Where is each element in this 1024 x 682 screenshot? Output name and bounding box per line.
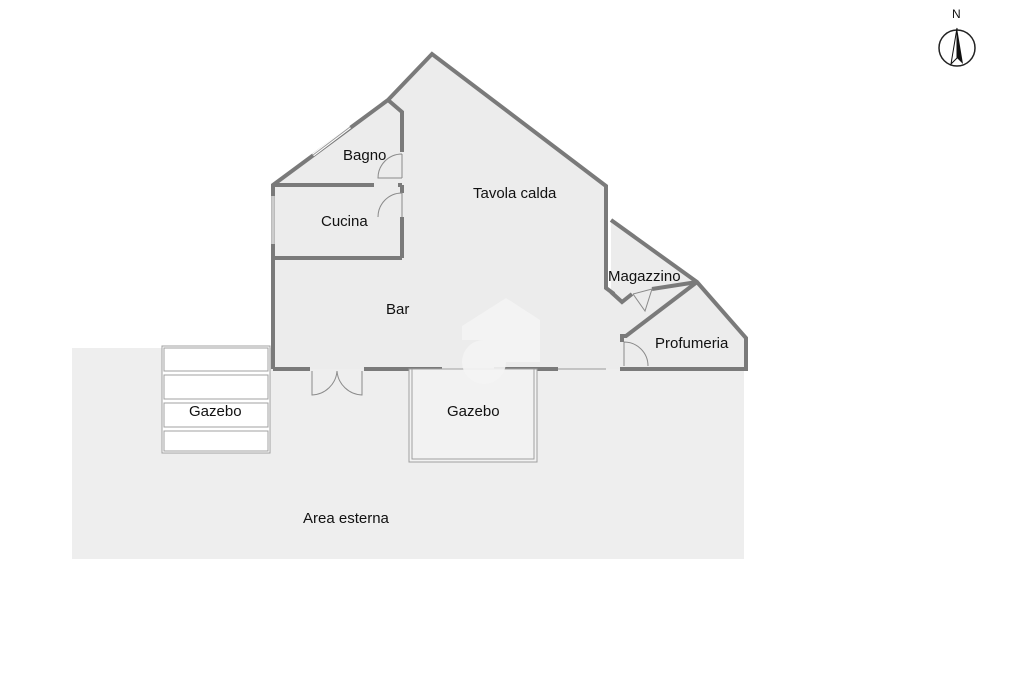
- watermark-logo: [462, 298, 540, 384]
- room-label-profumeria: Profumeria: [655, 335, 729, 352]
- cucina-door-arc: [377, 192, 403, 218]
- room-label-gazebo-center: Gazebo: [447, 403, 500, 420]
- bagno-window-line: [312, 126, 351, 156]
- north-label: N: [952, 7, 961, 21]
- room-label-gazebo-left: Gazebo: [189, 403, 242, 420]
- bar-double-door: [311, 370, 363, 396]
- room-label-tavola-calda: Tavola calda: [473, 185, 557, 202]
- magazzino-wall: [609, 290, 634, 305]
- north-arrow-icon: N: [938, 7, 976, 67]
- profumeria-door-arc: [623, 341, 649, 367]
- room-label-cucina: Cucina: [321, 213, 368, 230]
- bagno-wall: [386, 98, 404, 152]
- bagno-door-arc: [377, 153, 403, 179]
- building-fill: [273, 54, 746, 369]
- room-label-bagno: Bagno: [343, 147, 386, 164]
- outer-wall-east: [609, 218, 748, 371]
- magazzino-wall-2: [651, 280, 698, 291]
- room-label-area-esterna: Area esterna: [303, 510, 390, 527]
- room-label-magazzino: Magazzino: [608, 268, 681, 285]
- gazebo-center: [408, 368, 538, 463]
- room-label-bar: Bar: [386, 301, 409, 318]
- magazzino-door-arc: [632, 288, 653, 313]
- profumeria-wall: [620, 280, 699, 340]
- gazebo-left: [161, 345, 271, 454]
